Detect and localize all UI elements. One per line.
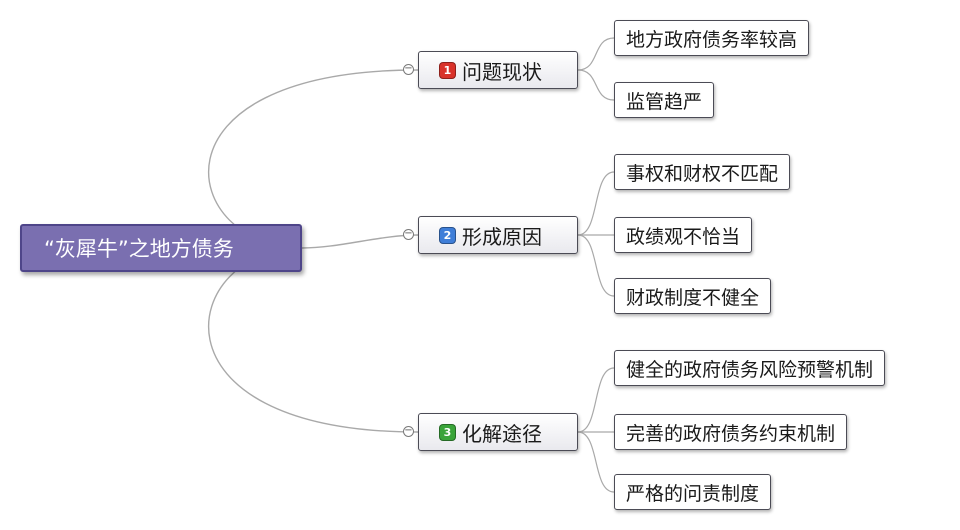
- central-topic-label: “灰犀牛”之地方债务: [44, 237, 234, 261]
- connector-b3-leaf-1: [577, 367, 615, 433]
- branch-solutions[interactable]: 3 化解途径: [418, 413, 578, 451]
- leaf-label: 事权和财权不匹配: [626, 162, 779, 185]
- connector-b1-leaf-2: [577, 69, 615, 101]
- connector-b1-leaf-1: [577, 37, 615, 71]
- collapse-toggle-branch-3[interactable]: −: [403, 425, 414, 437]
- connector-central-branch-2: [301, 234, 419, 249]
- connector-central-branch-1: [207, 69, 419, 249]
- branch-label: 化解途径: [462, 421, 542, 446]
- leaf-node[interactable]: 财政制度不健全: [614, 278, 772, 314]
- leaf-label: 健全的政府债务风险预警机制: [626, 358, 874, 381]
- leaf-label: 财政制度不健全: [626, 286, 760, 309]
- leaf-node[interactable]: 事权和财权不匹配: [614, 154, 791, 190]
- leaf-node[interactable]: 监管趋严: [614, 82, 715, 118]
- branch-label: 形成原因: [462, 224, 542, 249]
- connector-b3-leaf-3: [577, 431, 615, 493]
- leaf-node[interactable]: 地方政府债务率较高: [614, 20, 810, 56]
- collapse-toggle-branch-2[interactable]: −: [403, 228, 414, 240]
- leaf-node[interactable]: 健全的政府债务风险预警机制: [614, 350, 886, 386]
- leaf-label: 监管趋严: [626, 90, 703, 113]
- priority-badge-3: 3: [439, 423, 456, 441]
- leaf-label: 政绩观不恰当: [626, 225, 741, 248]
- branch-causes[interactable]: 2 形成原因: [418, 216, 578, 254]
- central-topic[interactable]: “灰犀牛”之地方债务: [20, 224, 302, 272]
- leaf-node[interactable]: 政绩观不恰当: [614, 217, 753, 253]
- branch-label: 问题现状: [462, 59, 542, 84]
- leaf-label: 地方政府债务率较高: [626, 28, 798, 51]
- priority-badge-2: 2: [439, 226, 456, 244]
- connector-b2-leaf-1: [577, 171, 615, 236]
- connector-central-branch-3: [207, 247, 419, 433]
- branch-problem-status[interactable]: 1 问题现状: [418, 51, 578, 89]
- connector-b2-leaf-3: [577, 234, 615, 297]
- leaf-node[interactable]: 严格的问责制度: [614, 474, 772, 510]
- leaf-node[interactable]: 完善的政府债务约束机制: [614, 414, 848, 450]
- collapse-toggle-branch-1[interactable]: −: [403, 63, 414, 75]
- leaf-label: 完善的政府债务约束机制: [626, 422, 836, 445]
- priority-badge-1: 1: [439, 61, 456, 79]
- leaf-label: 严格的问责制度: [626, 482, 760, 505]
